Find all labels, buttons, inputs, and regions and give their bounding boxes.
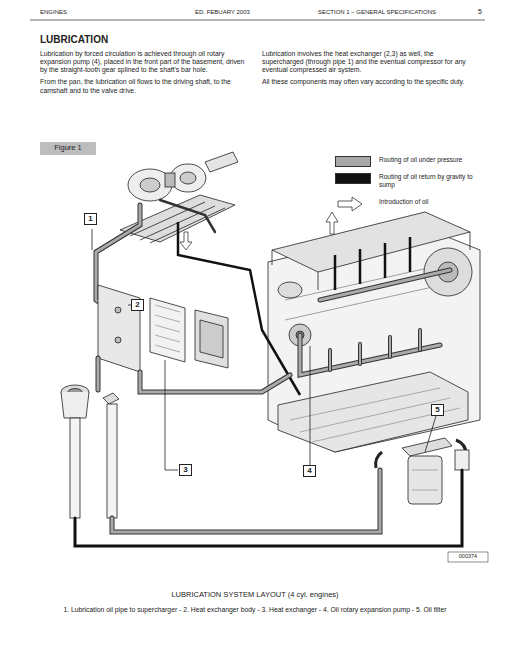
section-title: LUBRICATION	[40, 34, 108, 46]
oil-introduction-arrow	[180, 232, 192, 250]
callout-number: 2	[135, 300, 140, 310]
running-head: ENGINES	[40, 9, 67, 16]
filter-oil-lines	[75, 470, 462, 546]
pressure-oil-routing	[98, 358, 290, 392]
callout-number: 5	[435, 405, 440, 415]
callout-number: 3	[183, 465, 188, 475]
legend-swatch	[335, 173, 371, 184]
legend-text: Routing of oil under pressure	[379, 156, 483, 164]
section-name: SECTION 1 – GENERAL SPECIFICATIONS	[318, 9, 436, 16]
legend-row: Introduction of oil	[335, 198, 485, 214]
legend-text: Introduction of oil	[379, 198, 483, 206]
edition-date: ED. FEBUARY 2003	[195, 9, 250, 16]
text-column: Lubrication involves the heat exchanger …	[262, 50, 474, 91]
callout-box: 1	[84, 213, 97, 225]
figure-tag: Figure 1	[40, 142, 96, 155]
callout-box: 5	[431, 404, 444, 416]
pressure-oil-galleries	[300, 270, 450, 375]
callout-box: 2	[131, 299, 144, 311]
callout-number: 1	[88, 214, 93, 224]
oil-filter	[376, 438, 469, 504]
callout-leaders	[92, 229, 436, 470]
legend-swatch	[335, 156, 371, 167]
header-rule	[30, 20, 485, 21]
body-paragraph: All these components may often vary acco…	[262, 78, 474, 86]
caption-key: 1. Lubrication oil pipe to supercharger …	[45, 606, 465, 614]
body-paragraph: Lubrication involves the heat exchanger …	[262, 50, 474, 74]
engine-block	[268, 212, 480, 452]
code-frame	[448, 552, 488, 562]
callout-box: 3	[179, 464, 192, 476]
page-number: 5	[478, 8, 482, 16]
callout-box: 4	[303, 465, 316, 477]
callout-number: 4	[307, 466, 312, 476]
legend-arrow-sample	[338, 197, 362, 211]
legend-row: Routing of oil under pressure	[335, 156, 485, 172]
figure-caption: LUBRICATION SYSTEM LAYOUT (4 cyl. engine…	[45, 590, 465, 599]
drawing-code: 000374	[450, 553, 486, 559]
oil-filler-unit	[61, 385, 119, 518]
body-paragraph: Lubrication by forced circulation is ach…	[40, 50, 246, 74]
figure-label: Figure 1	[48, 143, 88, 152]
legend-row: Routing of oil return by gravity to sump	[335, 173, 485, 189]
return-oil-lines	[178, 222, 410, 395]
legend-text: Routing of oil return by gravity to sump	[379, 173, 483, 189]
text-column: Lubrication by forced circulation is ach…	[40, 50, 246, 99]
heat-exchanger	[98, 285, 228, 372]
body-paragraph: From the pan, the lubrication oil flows …	[40, 78, 246, 94]
oil-introduction-arrow	[326, 212, 338, 234]
